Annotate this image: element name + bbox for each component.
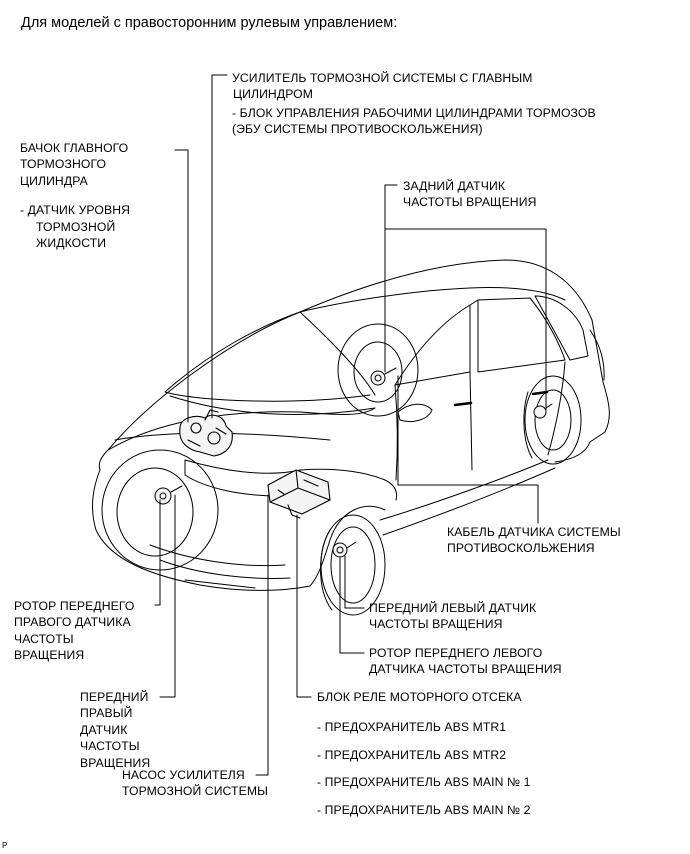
label-front-left-sensor: ПЕРЕДНИЙ ЛЕВЫЙ ДАТЧИК ЧАСТОТЫ ВРАЩЕНИЯ — [369, 600, 536, 633]
label-front-left-rotor: РОТОР ПЕРЕДНЕГО ЛЕВОГО ДАТЧИКА ЧАСТОТЫ В… — [369, 645, 562, 678]
label-rear-sensor: ЗАДНИЙ ДАТЧИК ЧАСТОТЫ ВРАЩЕНИЯ — [403, 178, 536, 211]
label-reservoir-sub2: ТОРМОЗНОЙ — [36, 219, 116, 234]
label-pump-line1: НАСОС УСИЛИТЕЛЯ — [122, 768, 245, 782]
label-front-right-sensor-line1: ПЕРЕДНИЙ — [80, 690, 149, 704]
label-booster-sub2: (ЭБУ СИСТЕМЫ ПРОТИВОСКОЛЬЖЕНИЯ) — [232, 122, 483, 137]
label-relay-block-title: БЛОК РЕЛЕ МОТОРНОГО ОТСЕКА — [317, 690, 522, 704]
booster-assembly — [179, 409, 233, 457]
label-front-left-sensor-line1: ПЕРЕДНИЙ ЛЕВЫЙ ДАТЧИК — [369, 601, 537, 615]
front-right-sensor-part — [154, 485, 183, 505]
label-front-left-rotor-line1: РОТОР ПЕРЕДНЕГО ЛЕВОГО — [369, 646, 543, 660]
label-rear-sensor-line1: ЗАДНИЙ ДАТЧИК — [403, 179, 506, 193]
engine-relay-block — [267, 469, 331, 519]
label-booster: УСИЛИТЕЛЬ ТОРМОЗНОЙ СИСТЕМЫ С ГЛАВНЫМ ЦИ… — [232, 70, 596, 138]
rear-sensor-part — [370, 367, 397, 386]
label-front-right-rotor-line3: ЧАСТОТЫ — [14, 631, 74, 646]
label-front-right-sensor-line4: ЧАСТОТЫ — [80, 739, 140, 754]
label-front-right-rotor-line4: ВРАЩЕНИЯ — [14, 648, 85, 663]
label-front-right-rotor-line2: ПРАВОГО ДАТЧИКА — [14, 615, 131, 630]
label-front-left-sensor-line2: ЧАСТОТЫ ВРАЩЕНИЯ — [369, 617, 503, 632]
label-reservoir-sub1: - ДАТЧИК УРОВНЯ — [20, 203, 131, 218]
label-front-right-sensor-line5: ВРАЩЕНИЯ — [80, 755, 151, 770]
label-front-right-sensor: ПЕРЕДНИЙ ПРАВЫЙ ДАТЧИК ЧАСТОТЫ ВРАЩЕНИЯ — [80, 689, 150, 771]
label-front-right-rotor-line1: РОТОР ПЕРЕДНЕГО — [14, 599, 135, 613]
label-relay-block: БЛОК РЕЛЕ МОТОРНОГО ОТСЕКА - ПРЕДОХРАНИТ… — [317, 689, 531, 818]
label-front-right-sensor-line2: ПРАВЫЙ — [80, 706, 133, 721]
label-reservoir-line2: ТОРМОЗНОГО — [20, 157, 107, 172]
label-booster-line2: ЦИЛИНДРОМ — [233, 87, 313, 102]
label-pump-line2: ТОРМОЗНОЙ СИСТЕМЫ — [122, 784, 268, 799]
label-rear-sensor-line2: ЧАСТОТЫ ВРАЩЕНИЯ — [403, 195, 537, 210]
label-front-right-rotor: РОТОР ПЕРЕДНЕГО ПРАВОГО ДАТЧИКА ЧАСТОТЫ … — [14, 598, 134, 664]
label-front-left-rotor-line2: ДАТЧИКА ЧАСТОТЫ ВРАЩЕНИЯ — [369, 662, 562, 677]
label-skid-cable: КАБЕЛЬ ДАТЧИКА СИСТЕМЫ ПРОТИВОСКОЛЬЖЕНИЯ — [447, 524, 621, 557]
front-left-sensor-part — [332, 541, 357, 558]
relay-item-1: - ПРЕДОХРАНИТЕЛЬ ABS MTR1 — [317, 720, 507, 735]
label-booster-sub1: - БЛОК УПРАВЛЕНИЯ РАБОЧИМИ ЦИЛИНДРАМИ ТО… — [232, 105, 596, 120]
relay-item-3: - ПРЕДОХРАНИТЕЛЬ ABS MAIN № 1 — [317, 775, 531, 790]
label-reservoir-line1: БАЧОК ГЛАВНОГО — [20, 141, 129, 155]
label-booster-line1: УСИЛИТЕЛЬ ТОРМОЗНОЙ СИСТЕМЫ С ГЛАВНЫМ — [232, 71, 533, 85]
label-skid-cable-line1: КАБЕЛЬ ДАТЧИКА СИСТЕМЫ — [447, 525, 621, 539]
rear-left-sensor-part — [533, 403, 553, 419]
leader-lines — [154, 74, 547, 776]
figure-id: P — [2, 841, 8, 850]
page-heading: Для моделей с правосторонним рулевым упр… — [21, 15, 398, 31]
label-skid-cable-line2: ПРОТИВОСКОЛЬЖЕНИЯ — [447, 541, 595, 556]
label-reservoir-sub3: ЖИДКОСТИ — [36, 236, 107, 251]
label-reservoir: БАЧОК ГЛАВНОГО ТОРМОЗНОГО ЦИЛИНДРА - ДАТ… — [20, 140, 130, 251]
car-body — [92, 259, 610, 616]
relay-item-2: - ПРЕДОХРАНИТЕЛЬ ABS MTR2 — [317, 747, 507, 762]
label-pump: НАСОС УСИЛИТЕЛЯ ТОРМОЗНОЙ СИСТЕМЫ — [122, 767, 268, 800]
label-front-right-sensor-line3: ДАТЧИК — [80, 722, 128, 737]
label-reservoir-line3: ЦИЛИНДРА — [20, 173, 88, 188]
relay-item-4: - ПРЕДОХРАНИТЕЛЬ ABS MAIN № 2 — [317, 802, 531, 817]
